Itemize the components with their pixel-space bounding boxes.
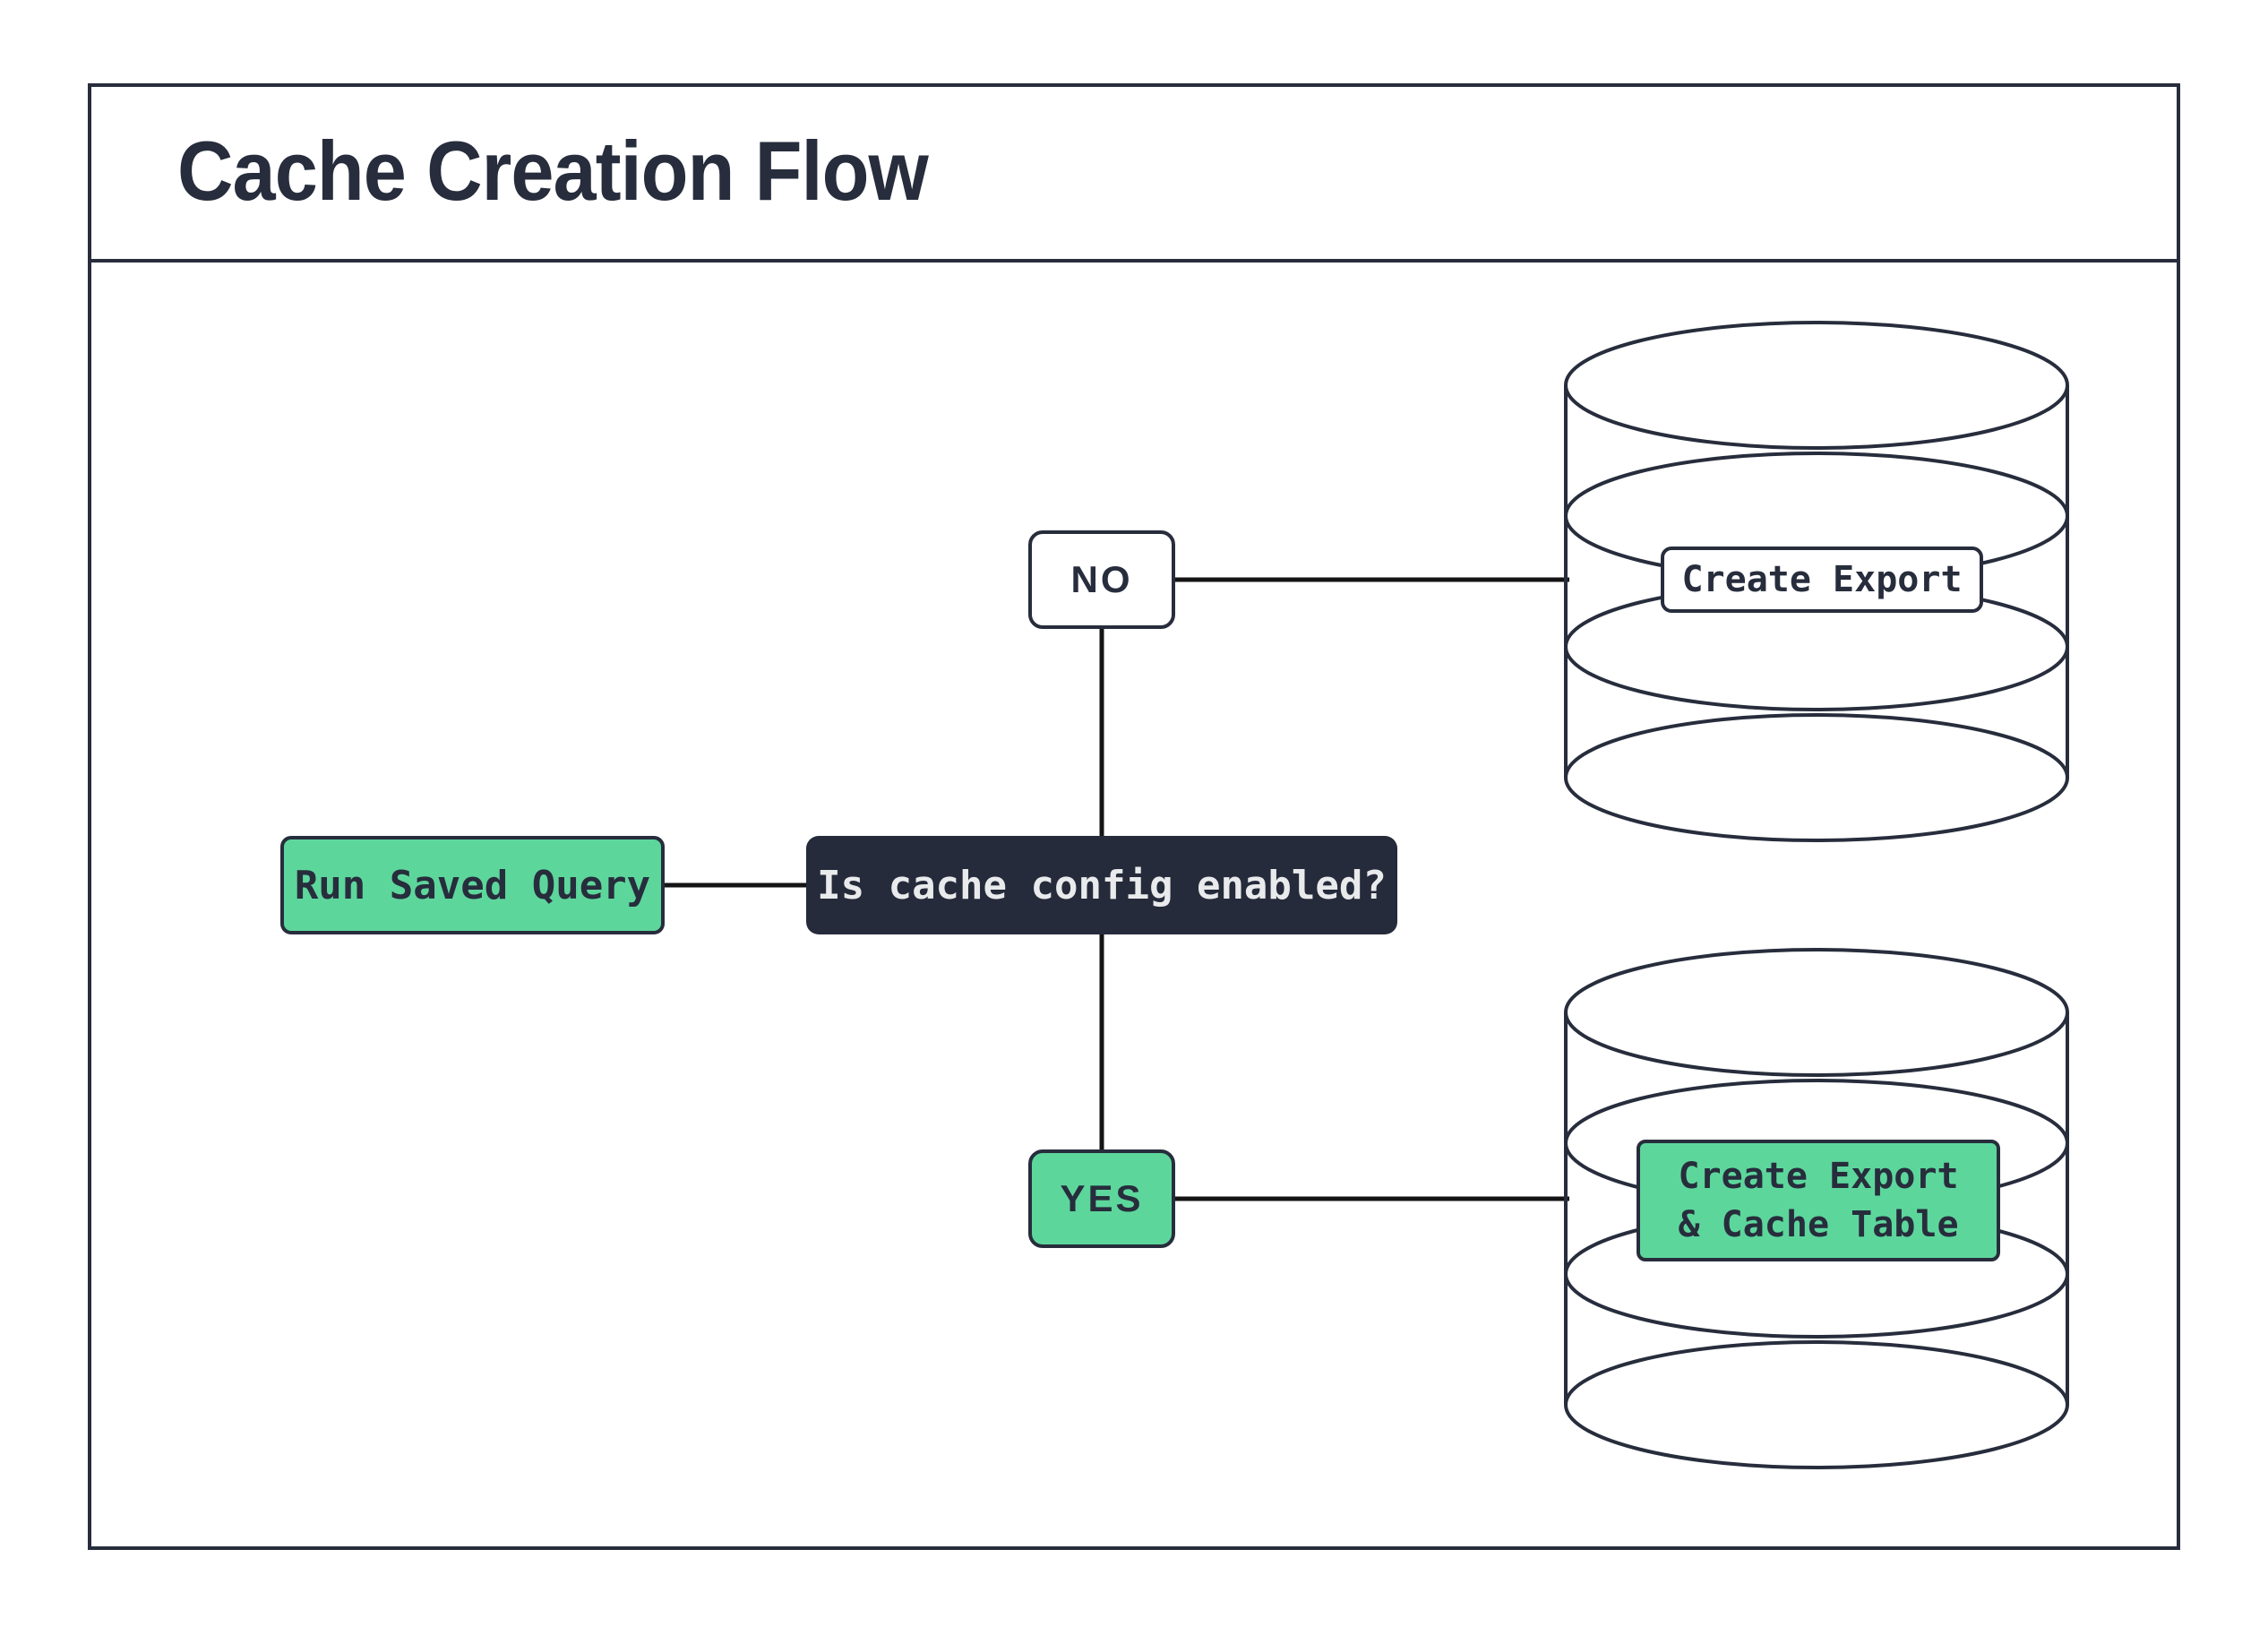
diagram-header: Cache Creation Flow bbox=[88, 83, 2180, 263]
node-run-saved-query-label: Run Saved Query bbox=[294, 862, 651, 908]
node-create-export-cache-table-label: Create Export & Cache Table bbox=[1678, 1156, 1959, 1245]
node-cache-config-decision-label: Is cache config enabled? bbox=[817, 862, 1387, 908]
branch-yes-label: YES bbox=[1060, 1177, 1144, 1219]
database-icon bbox=[1564, 321, 2069, 842]
node-cache-config-decision: Is cache config enabled? bbox=[806, 836, 1397, 934]
page-title: Cache Creation Flow bbox=[177, 124, 929, 218]
branch-no: NO bbox=[1028, 530, 1175, 629]
node-create-export: Create Export bbox=[1661, 547, 1983, 613]
diagram-frame bbox=[88, 83, 2180, 1550]
branch-yes: YES bbox=[1028, 1149, 1175, 1248]
node-run-saved-query: Run Saved Query bbox=[280, 836, 665, 934]
connectors bbox=[665, 577, 1569, 1201]
branch-no-label: NO bbox=[1070, 558, 1133, 600]
node-create-export-cache-table: Create Export & Cache Table bbox=[1637, 1140, 2000, 1261]
node-create-export-label: Create Export bbox=[1681, 559, 1963, 600]
